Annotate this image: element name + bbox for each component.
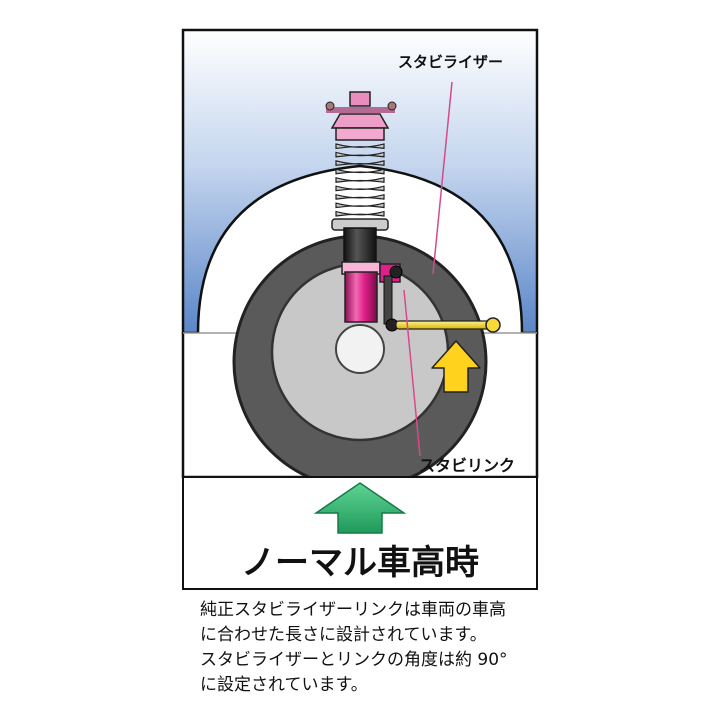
strut-housing [341, 261, 401, 323]
damper-body [343, 227, 377, 265]
upward-arrow [431, 340, 481, 393]
spring-coil [335, 176, 385, 183]
stabilink-leader-line [403, 289, 421, 457]
spring-coil [335, 151, 385, 158]
wheel-hub [335, 324, 385, 374]
spring-coil [335, 202, 385, 209]
stabilizer-bar [395, 317, 501, 333]
stabilizer-label: スタビライザー [398, 53, 503, 71]
stabilizer-leader-line [432, 81, 453, 275]
ground-arrow [313, 482, 407, 534]
stabilink-label: スタビリンク [419, 456, 515, 475]
caption-line: に合わせた長さに設計されています。 [200, 625, 487, 645]
top-mount [325, 91, 397, 141]
caption-line: スタビライザーとリンクの角度は約 90° [200, 650, 508, 670]
caption-line: に設定されています。 [200, 675, 368, 695]
spring-coil [335, 143, 385, 150]
caption: 純正スタビライザーリンクは車両の車高 に合わせた長さに設計されています。 スタビ… [200, 598, 700, 698]
coil-spring [335, 143, 385, 217]
spring-coil [335, 193, 385, 200]
spring-coil [335, 185, 385, 192]
stabilizer-link [383, 265, 403, 332]
caption-line: 純正スタビライザーリンクは車両の車高 [200, 600, 506, 620]
spring-coil [335, 160, 385, 167]
panel-title: ノーマル車高時 [241, 543, 479, 583]
spring-coil [335, 168, 385, 175]
car-body-fender [181, 28, 539, 335]
spring-coil [335, 210, 385, 217]
